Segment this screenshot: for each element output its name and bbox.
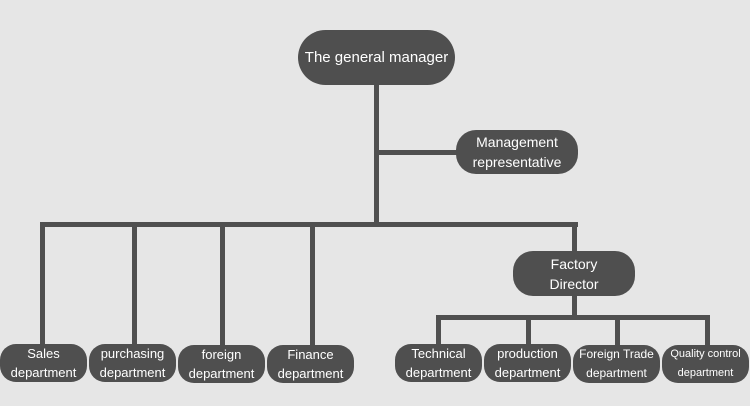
connector-line — [705, 315, 710, 346]
node-label: Management — [476, 134, 558, 150]
node-label: department — [188, 366, 255, 381]
node-label: Director — [549, 275, 599, 292]
connector-line — [132, 222, 137, 346]
production-department-node: production department — [484, 344, 571, 382]
management-representative-node: Management representative — [456, 130, 578, 174]
node-label: department — [677, 367, 734, 379]
node-label: purchasing — [100, 346, 165, 361]
connector-line — [310, 222, 315, 346]
node-label: department — [277, 366, 344, 381]
node-label: Foreign Trade — [579, 347, 654, 361]
node-label: Technical — [411, 346, 466, 361]
connector-line — [220, 222, 225, 346]
technical-department-node: Technical department — [395, 344, 482, 382]
node-label: department — [405, 365, 472, 380]
node-label: Factory — [550, 255, 598, 272]
node-label: department — [99, 365, 166, 380]
general-manager-node: The general manager — [298, 30, 455, 85]
connector-line — [436, 315, 710, 320]
node-label: department — [494, 365, 561, 380]
connector-line — [40, 222, 578, 227]
connector-line — [376, 150, 458, 155]
node-label: representative — [472, 154, 562, 170]
foreign-department-node: foreign department — [178, 345, 265, 383]
node-label: production — [497, 346, 558, 361]
connector-line — [572, 295, 577, 317]
sales-department-node: Sales department — [0, 344, 87, 382]
foreign-trade-department-node: Foreign Trade department — [573, 345, 660, 383]
connector-line — [374, 84, 379, 227]
quality-control-department-node: Quality control department — [662, 345, 749, 383]
node-label: foreign — [201, 347, 242, 362]
connector-line — [526, 315, 531, 346]
connector-line — [40, 222, 45, 346]
node-label: Finance — [287, 347, 334, 362]
node-label: Quality control — [670, 348, 741, 360]
finance-department-node: Finance department — [267, 345, 354, 383]
node-label: department — [10, 365, 77, 380]
connector-line — [436, 315, 441, 346]
connector-line — [615, 315, 620, 346]
node-label: Sales — [27, 346, 60, 361]
connector-line — [572, 222, 577, 252]
node-label: department — [586, 366, 647, 380]
purchasing-department-node: purchasing department — [89, 344, 176, 382]
node-label: The general manager — [304, 49, 449, 66]
